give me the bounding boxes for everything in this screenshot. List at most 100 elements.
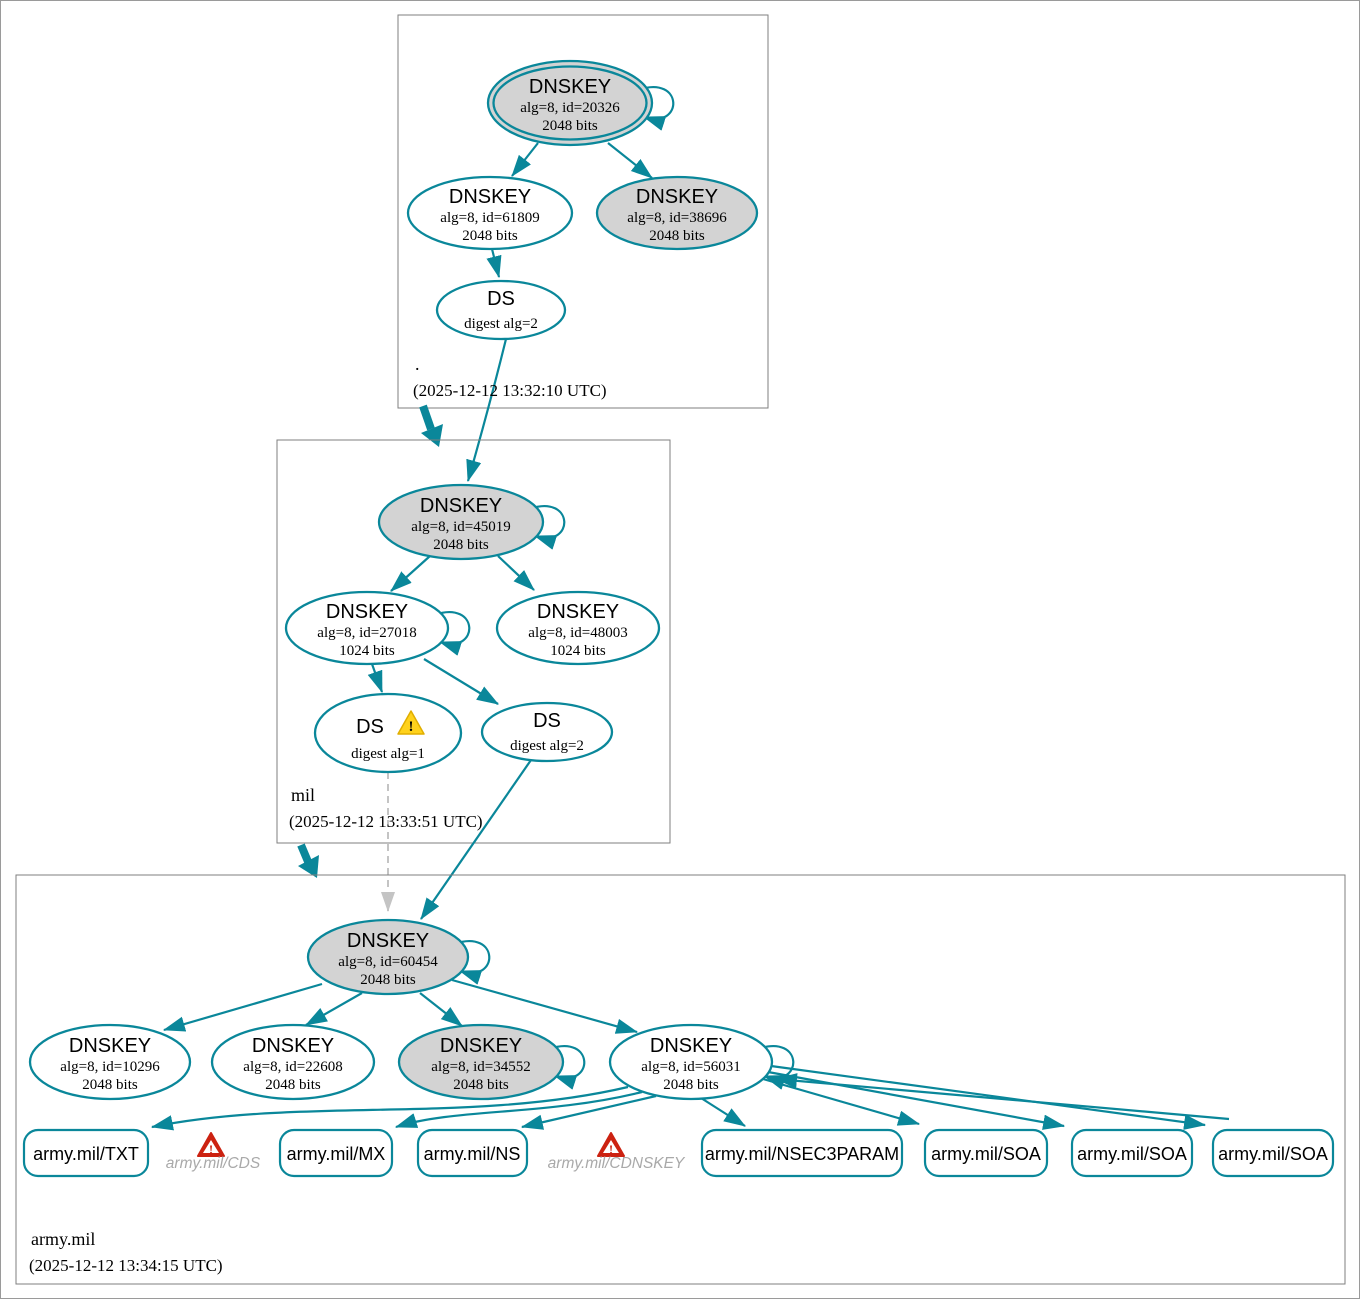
node-type-label: DNSKEY <box>420 495 502 517</box>
rrset-label: army.mil/TXT <box>33 1144 139 1164</box>
edge-mil-ksk-to-zsk <box>390 555 431 592</box>
node-detail-label: alg=8, id=45019 <box>411 519 510 535</box>
edge-56031-to-nsec3param <box>700 1097 746 1127</box>
edge-root-ksk-selfloop <box>637 86 675 131</box>
rrset-node-ns[interactable]: army.mil/NS <box>416 1128 529 1178</box>
edge-mil-ds2-to-army-ksk <box>420 759 532 920</box>
node-type-label: DNSKEY <box>347 930 429 952</box>
rrset-label: army.mil/SOA <box>1218 1144 1328 1164</box>
node-detail-label: alg=8, id=61809 <box>440 210 539 226</box>
rrset-label: army.mil/MX <box>287 1144 386 1164</box>
node-bits-label: 1024 bits <box>550 643 606 659</box>
node-type-label: DNSKEY <box>326 601 408 623</box>
node-detail-label: alg=8, id=48003 <box>528 625 627 641</box>
node-bits-label: 2048 bits <box>663 1077 719 1093</box>
edge-56031-to-txt <box>150 1085 629 1131</box>
edge-mil-ksk-to-key2 <box>497 555 535 591</box>
dnskey-node-48003[interactable]: DNSKEY alg=8, id=48003 1024 bits <box>495 590 661 666</box>
rrset-node-soa-2[interactable]: army.mil/SOA <box>1070 1128 1194 1178</box>
edge-root-ksk-to-key2 <box>607 142 653 179</box>
svg-text:!: ! <box>209 1142 213 1157</box>
node-bits-label: 2048 bits <box>462 228 518 244</box>
edge-34552-selfloop <box>548 1045 586 1090</box>
rrset-label: army.mil/SOA <box>931 1144 1041 1164</box>
dnskey-node-56031[interactable]: DNSKEY alg=8, id=56031 2048 bits <box>608 1023 774 1101</box>
zone-name-mil: mil <box>291 785 315 805</box>
edge-mil-zsk-to-ds2 <box>423 658 499 705</box>
node-type-label: DS <box>533 710 561 732</box>
zone-name-army-mil: army.mil <box>31 1229 95 1249</box>
edge-root-ds-to-mil-ksk <box>466 338 508 483</box>
node-type-label: DNSKEY <box>449 186 531 208</box>
node-detail-label: alg=8, id=20326 <box>520 100 620 116</box>
edge-soa-to-56031 <box>774 1073 1230 1121</box>
edge-army-ksk-to-34552 <box>419 992 463 1027</box>
ds-node-mil-alg2[interactable]: DS digest alg=2 <box>480 701 614 763</box>
node-detail-label: alg=8, id=60454 <box>338 954 438 970</box>
edge-mil-zsk-to-ds1 <box>367 663 384 694</box>
dnskey-node-60454[interactable]: DNSKEY alg=8, id=60454 2048 bits <box>306 918 470 996</box>
dnskey-node-61809[interactable]: DNSKEY alg=8, id=61809 2048 bits <box>406 175 574 251</box>
rrset-node-mx[interactable]: army.mil/MX <box>278 1128 394 1178</box>
warning-label: army.mil/CDNSKEY <box>548 1155 686 1172</box>
zone-box-army-mil <box>15 874 1346 1285</box>
dnskey-node-20326[interactable]: DNSKEY alg=8, id=20326 2048 bits <box>486 59 654 147</box>
node-type-label: DNSKEY <box>252 1035 334 1057</box>
zone-timestamp-mil: (2025-12-12 13:33:51 UTC) <box>289 812 483 831</box>
dnskey-node-34552[interactable]: DNSKEY alg=8, id=34552 2048 bits <box>397 1023 565 1101</box>
node-type-label: DNSKEY <box>537 601 619 623</box>
node-bits-label: 2048 bits <box>433 537 489 553</box>
node-type-label: DNSKEY <box>529 76 611 98</box>
edge-56031-to-soa2 <box>767 1070 1066 1130</box>
rrset-label: army.mil/NSEC3PARAM <box>705 1144 899 1164</box>
rrset-node-soa-1[interactable]: army.mil/SOA <box>923 1128 1049 1178</box>
svg-text:!: ! <box>409 719 414 735</box>
ds-node-root[interactable]: DS digest alg=2 <box>435 279 567 341</box>
dnskey-node-45019[interactable]: DNSKEY alg=8, id=45019 2048 bits <box>377 483 545 561</box>
dnskey-node-38696[interactable]: DNSKEY alg=8, id=38696 2048 bits <box>595 175 759 251</box>
node-type-label: DNSKEY <box>636 186 718 208</box>
zone-box-root <box>397 14 769 409</box>
edge-56031-to-soa3 <box>770 1064 1207 1130</box>
node-type-label: DNSKEY <box>650 1035 732 1057</box>
edge-mil-zsk-selfloop <box>433 611 471 656</box>
node-detail-label: alg=8, id=56031 <box>641 1059 740 1075</box>
error-icon: ! <box>597 1132 625 1157</box>
node-type-label: DS <box>356 716 384 738</box>
svg-text:!: ! <box>609 1142 613 1157</box>
edge-56031-to-mx <box>394 1090 643 1129</box>
ds-node-mil-alg1[interactable]: DS ! digest alg=1 <box>313 692 463 774</box>
warning-label: army.mil/CDS <box>166 1155 261 1172</box>
node-detail-label: alg=8, id=38696 <box>627 210 727 226</box>
dnskey-node-27018[interactable]: DNSKEY alg=8, id=27018 1024 bits <box>284 590 450 666</box>
rrset-node-nsec3param[interactable]: army.mil/NSEC3PARAM <box>700 1128 904 1178</box>
node-detail-label: alg=8, id=27018 <box>317 625 416 641</box>
rrset-node-soa-3[interactable]: army.mil/SOA <box>1211 1128 1335 1178</box>
delegation-arrow-mil-to-army <box>297 843 319 878</box>
warning-cdnskey[interactable]: ! army.mil/CDNSKEY <box>548 1132 686 1172</box>
node-bits-label: 2048 bits <box>649 228 705 244</box>
rrset-label: army.mil/SOA <box>1077 1144 1187 1164</box>
error-icon: ! <box>197 1132 225 1157</box>
node-detail-label: alg=8, id=34552 <box>431 1059 530 1075</box>
warning-cds[interactable]: ! army.mil/CDS <box>166 1132 261 1172</box>
edge-root-ksk-to-zsk <box>511 142 539 177</box>
node-bits-label: 2048 bits <box>542 118 598 134</box>
edge-mil-ksk-selfloop <box>528 505 566 550</box>
node-detail-label: digest alg=1 <box>351 746 425 762</box>
edge-army-ksk-to-10296 <box>162 982 323 1032</box>
delegation-arrow-root-to-mil <box>419 404 443 447</box>
node-detail-label: digest alg=2 <box>464 316 538 332</box>
edge-army-ksk-selfloop <box>453 940 491 985</box>
node-type-label: DNSKEY <box>69 1035 151 1057</box>
dnskey-node-22608[interactable]: DNSKEY alg=8, id=22608 2048 bits <box>210 1023 376 1101</box>
rrset-label: army.mil/NS <box>424 1144 521 1164</box>
edge-56031-to-ns <box>520 1094 657 1130</box>
warning-icon: ! <box>397 710 425 735</box>
edge-root-zsk-to-ds <box>486 248 502 279</box>
node-bits-label: 2048 bits <box>453 1077 509 1093</box>
zone-timestamp-root: (2025-12-12 13:32:10 UTC) <box>413 381 607 400</box>
dnskey-node-10296[interactable]: DNSKEY alg=8, id=10296 2048 bits <box>28 1023 192 1101</box>
rrset-node-txt[interactable]: army.mil/TXT <box>22 1128 150 1178</box>
